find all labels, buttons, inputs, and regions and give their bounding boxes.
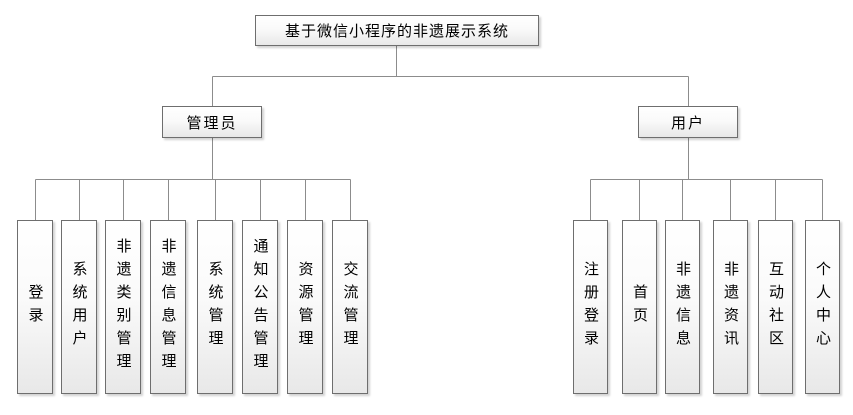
leaf-node-label: 首页 [631,284,648,330]
leaf-node-label: 非遗资讯 [722,261,739,353]
leaf-node-heritage-news: 非遗资讯 [713,220,748,394]
leaf-node-label: 个人中心 [814,261,831,353]
root-node-label: 基于微信小程序的非遗展示系统 [284,23,509,40]
leaf-node-label: 注册登录 [582,261,599,353]
branch-node-admin: 管理员 [162,106,262,138]
leaf-node-label: 通知公告管理 [251,238,269,376]
leaf-node-register-login: 注册登录 [573,220,608,394]
branch-node-user: 用户 [638,106,738,138]
leaf-node-notice-mgmt: 通知公告管理 [242,220,278,394]
leaf-node-home: 首页 [622,220,657,394]
branch-node-admin-label: 管理员 [186,114,238,132]
leaf-node-login: 登录 [17,220,53,394]
leaf-node-heritage-category-mgmt: 非遗类别管理 [105,220,141,394]
leaf-node-label: 交流管理 [341,261,359,353]
leaf-node-label: 非遗类别管理 [114,238,132,376]
leaf-node-heritage-info: 非遗信息 [665,220,700,394]
leaf-node-personal-center: 个人中心 [805,220,840,394]
root-node: 基于微信小程序的非遗展示系统 [255,15,539,46]
leaf-node-system-users: 系统用户 [61,220,97,394]
leaf-node-label: 非遗信息 [674,261,691,353]
leaf-node-label: 系统管理 [206,261,224,353]
leaf-node-label: 登录 [26,284,44,330]
leaf-node-communication-mgmt: 交流管理 [332,220,368,394]
leaf-node-resource-mgmt: 资源管理 [287,220,323,394]
leaf-node-label: 系统用户 [70,261,88,353]
leaf-node-heritage-info-mgmt: 非遗信息管理 [150,220,186,394]
leaf-node-label: 非遗信息管理 [159,238,177,376]
leaf-node-label: 资源管理 [296,261,314,353]
leaf-node-interactive-community: 互动社区 [758,220,793,394]
leaf-node-system-mgmt: 系统管理 [197,220,233,394]
leaf-node-label: 互动社区 [767,261,784,353]
branch-node-user-label: 用户 [670,114,705,132]
